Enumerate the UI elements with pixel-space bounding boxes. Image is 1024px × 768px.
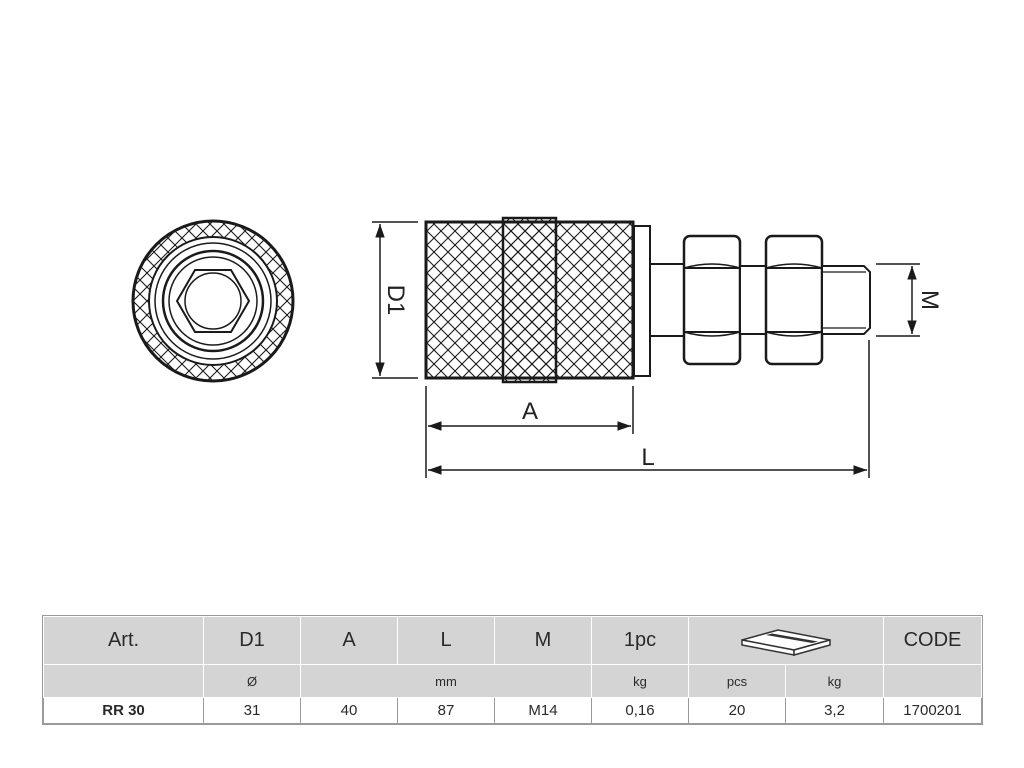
cell-pack-qty: 20 [688,697,786,724]
header-code: CODE [883,616,982,665]
unit-pack-qty: pcs [688,664,786,698]
technical-drawing: D1 A L M [131,216,943,478]
cell-code: 1700201 [883,697,982,724]
end-view [131,219,295,383]
hex-socket-icon [175,269,251,333]
cell-pack-weight: 3,2 [785,697,884,724]
dimension-label-m: M [916,290,943,310]
header-art: Art. [43,616,204,665]
header-a: A [300,616,398,665]
header-weight: 1pc [591,616,689,665]
cell-d1: 31 [203,697,301,724]
unit-weight: kg [591,664,689,698]
cell-a: 40 [300,697,398,724]
table-row: RR 30 31 40 87 M14 0,16 20 3,2 1700201 [43,697,982,724]
unit-art [43,664,204,698]
nut-2 [764,234,824,366]
dimension-label-d1: D1 [382,285,409,316]
spec-table: Art. D1 A L M 1pc CODE Ø mm kg pcs kg RR… [42,615,983,725]
unit-code [883,664,982,698]
dimension-label-a: A [522,398,538,425]
header-d1: D1 [203,616,301,665]
cell-m: M14 [494,697,592,724]
table-header-row: Art. D1 A L M 1pc CODE [43,616,982,665]
header-l: L [397,616,495,665]
unit-d1: Ø [203,664,301,698]
unit-dims: mm [300,664,592,698]
dimension-label-l: L [641,444,654,471]
dimensions [372,221,920,478]
table-units-row: Ø mm kg pcs kg [43,664,982,698]
cell-l: 87 [397,697,495,724]
header-m: M [494,616,592,665]
cell-weight: 0,16 [591,697,689,724]
header-package [688,616,884,665]
package-box-icon [741,628,831,656]
unit-pack-weight: kg [785,664,884,698]
cell-art: RR 30 [43,697,204,724]
nut-1 [682,234,742,366]
side-view [424,216,871,384]
